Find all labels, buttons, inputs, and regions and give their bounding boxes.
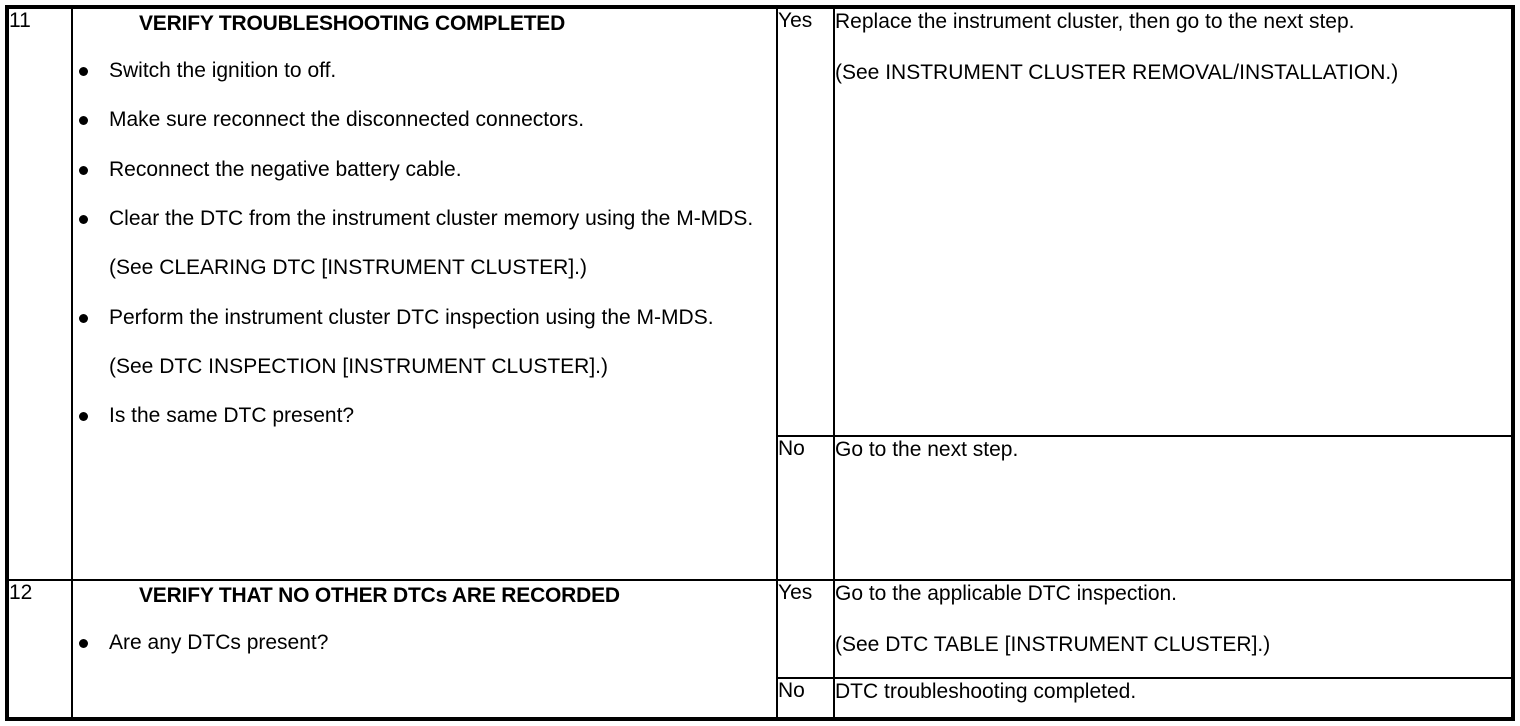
table-row: 12 VERIFY THAT NO OTHER DTCs ARE RECORDE… (6, 579, 1514, 720)
table-row: 11 VERIFY TROUBLESHOOTING COMPLETED Swit… (6, 6, 1514, 581)
bullet-icon (79, 412, 88, 422)
list-item-text: Switch the ignition to off. (109, 59, 337, 83)
action-text: Go to the next step. (835, 438, 1019, 461)
inspection-cell-11: VERIFY TROUBLESHOOTING COMPLETED Switch … (71, 6, 778, 581)
table-row: No Go to the next step. (7, 435, 1514, 581)
inspection-item-list: Switch the ignition to off. Make sure re… (73, 57, 776, 232)
judgement-label: No (778, 437, 805, 460)
judgement-label: Yes (778, 581, 813, 604)
list-item-text: Clear the DTC from the instrument cluste… (109, 206, 754, 230)
step-number: 12 (9, 581, 33, 604)
step-heading: VERIFY THAT NO OTHER DTCs ARE RECORDED (139, 584, 620, 607)
list-item-text: Is the same DTC present? (109, 404, 355, 428)
inspection-item-list-continued: Perform the instrument cluster DTC inspe… (73, 304, 776, 331)
list-item-text: Are any DTCs present? (109, 631, 329, 655)
list-item: Reconnect the negative battery cable. (73, 156, 776, 183)
action-reference-note: (See DTC TABLE [INSTRUMENT CLUSTER].) (835, 632, 1271, 656)
list-item-text: Make sure reconnect the disconnected con… (109, 108, 585, 132)
list-item-text: Reconnect the negative battery cable. (109, 157, 462, 181)
step-number: 11 (9, 9, 31, 32)
action-cell-11-yes: Replace the instrument cluster, then go … (833, 6, 1514, 437)
action-cell-12-yes: Go to the applicable DTC inspection. (Se… (833, 579, 1514, 679)
table-row: No DTC troubleshooting completed. (7, 677, 1514, 720)
inspection-question-list: Are any DTCs present? (73, 629, 776, 656)
judgement-cell-12-no: No (776, 677, 835, 720)
action-text: DTC troubleshooting completed. (835, 680, 1137, 703)
judgement-label: Yes (778, 9, 813, 32)
judgement-cell-12-yes: Yes (776, 579, 835, 679)
list-item: Clear the DTC from the instrument cluste… (73, 205, 776, 232)
list-item: Make sure reconnect the disconnected con… (73, 106, 776, 133)
action-cell-11-no: Go to the next step. (833, 435, 1514, 581)
list-item: Switch the ignition to off. (73, 57, 776, 84)
bullet-icon (79, 214, 88, 224)
bullet-icon (79, 639, 88, 649)
reference-note: (See CLEARING DTC [INSTRUMENT CLUSTER].) (109, 256, 588, 280)
bullet-icon (79, 165, 88, 175)
list-item: Perform the instrument cluster DTC inspe… (73, 304, 776, 331)
bullet-icon (79, 67, 88, 77)
list-item: Are any DTCs present? (73, 629, 776, 656)
inspection-question-list: Is the same DTC present? (73, 402, 776, 429)
bullet-icon (79, 313, 88, 323)
step-number-cell-12: 12 (6, 579, 73, 720)
reference-note: (See DTC INSPECTION [INSTRUMENT CLUSTER]… (109, 354, 608, 378)
troubleshooting-table: 11 VERIFY TROUBLESHOOTING COMPLETED Swit… (5, 5, 1515, 721)
step-heading: VERIFY TROUBLESHOOTING COMPLETED (139, 12, 566, 35)
list-item: Is the same DTC present? (73, 402, 776, 429)
action-text: Go to the applicable DTC inspection. (835, 582, 1178, 605)
judgement-label: No (778, 679, 805, 702)
list-item-text: Perform the instrument cluster DTC inspe… (109, 305, 714, 329)
inspection-cell-12: VERIFY THAT NO OTHER DTCs ARE RECORDED A… (71, 579, 778, 720)
bullet-icon (79, 116, 88, 126)
judgement-cell-11-yes: Yes (776, 6, 835, 437)
action-reference-note: (See INSTRUMENT CLUSTER REMOVAL/INSTALLA… (835, 60, 1399, 84)
judgement-cell-11-no: No (776, 435, 835, 581)
step-number-cell-11: 11 (6, 6, 73, 581)
action-cell-12-no: DTC troubleshooting completed. (833, 677, 1514, 720)
action-text: Replace the instrument cluster, then go … (835, 10, 1355, 33)
